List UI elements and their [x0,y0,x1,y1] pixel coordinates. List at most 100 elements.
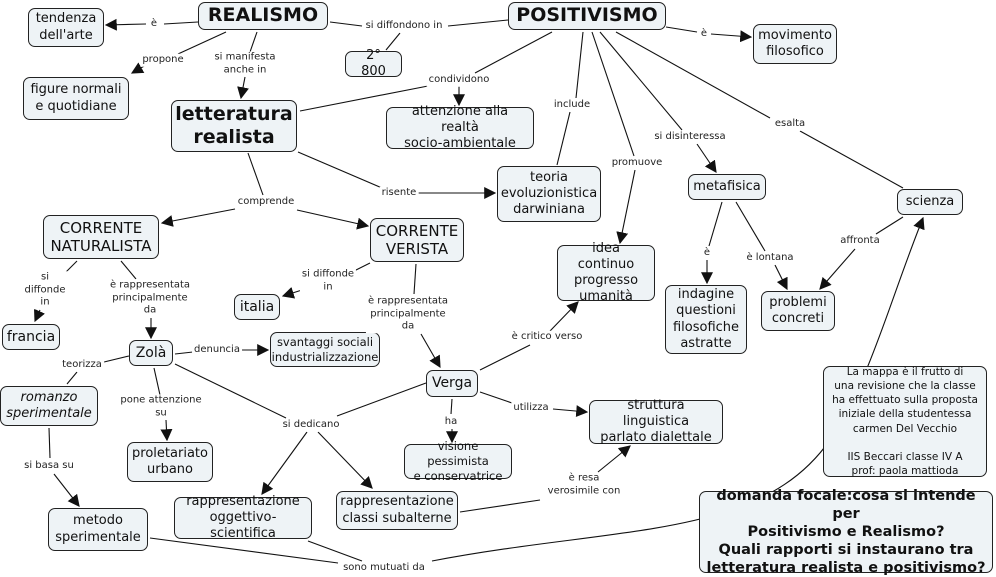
link-label-esalta: esalta [772,117,808,131]
link-label-teorizza: teorizza [60,358,104,372]
line-positivismo-condividono [474,31,553,74]
concept-corrente-verista[interactable]: CORRENTE VERISTA [370,218,464,262]
line-positivismo-e [665,26,698,33]
line-romanzo-si-basa [48,427,51,459]
line-verga-dedicano [336,382,427,417]
concept-teoria-evoluzionistica[interactable]: teoria evoluzionistica darwiniana [497,166,601,222]
link-label-sono-mutuati: sono mutuati da [341,561,427,575]
concept-francia[interactable]: francia [2,324,60,350]
line-condividono-letteratura [299,85,429,112]
concept-rappresentazione-classi-subalterne[interactable]: rappresentazione classi subalterne [336,491,458,530]
arrow-resa-struttura [597,445,631,473]
link-label-e-lontana: è lontana [744,251,796,265]
link-label-ha: ha [442,415,460,429]
arrow-promuove-idea [616,169,636,245]
line-metafisica-e [708,201,723,247]
line-naturalista-si-diffonde [64,260,78,274]
concept-romanzo-sperimentale[interactable]: romanzo sperimentale [0,386,98,426]
concept-realismo[interactable]: REALISMO [198,2,328,30]
concept-attenzione-realta[interactable]: attenzione alla realtà socio-ambientale [386,104,534,151]
link-label-propone: propone [140,53,186,67]
concept-rappresentazione-oggettivo-scientifica[interactable]: rappresentazione oggettivo-scientifica [174,494,312,541]
line-rappr-ogg-mutuati [307,540,363,562]
link-label-e-movimento: è [698,27,710,41]
line-realismo-diffondono [329,21,363,27]
link-label-affronta: affronta [838,234,882,248]
line-metodo-mutuati [149,537,339,564]
concept-movimento-filosofico[interactable]: movimento filosofico [753,24,837,64]
concept-indagine-questioni[interactable]: indagine questioni filosofiche astratte [665,285,747,354]
arrow-pone-proletariato [160,419,173,442]
line-realismo-e [163,21,199,25]
link-label-comprende: comprende [235,195,297,209]
link-label-risente: risente [379,186,419,200]
curve-mutuati-scienza [431,216,925,562]
arrow-si-basa-metodo [53,473,80,507]
line-rappr-cls-resa [459,499,541,513]
concept-corrente-naturalista[interactable]: CORRENTE NATURALISTA [43,215,159,259]
link-label-si-basa: si basa su [22,459,76,473]
line-esalta-scienza [799,130,904,189]
arrow-lontana-problemi [774,264,788,291]
line-teorizza-romanzo [66,371,78,385]
line-verista-rappresentata [413,263,417,295]
concept-scienza[interactable]: scienza [897,189,963,215]
arrow-comprende-verista [296,209,370,230]
line-diffondono-800 [385,32,401,51]
concept-problemi-concreti[interactable]: problemi concreti [761,291,835,331]
link-label-si-disinteressa: si disinteressa [652,130,728,144]
link-label-rappresentata-verista: è rappresentata principalmente da [365,295,451,333]
arrow-manifesta-letteratura [237,76,249,100]
link-label-rappresentata-naturalista: è rappresentata principalmente da [107,279,193,317]
line-positivismo-esalta [615,31,771,119]
link-label-si-diffondono: si diffondono in [363,19,445,33]
concept-metodo-sperimentale[interactable]: metodo sperimentale [48,508,148,551]
link-label-include: include [551,98,593,112]
link-label-si-manifesta: si manifesta anche in [212,51,278,77]
link-label-si-diffonde-italia: si diffonde in [299,268,357,294]
link-label-e-resa: è resa verosimile con [545,472,623,498]
line-verga-utilizza [479,391,513,404]
line-zola-denuncia [174,351,194,355]
arrow-e-movimento [710,30,753,43]
arrow-si-diffonde-italia [281,287,303,299]
concept-proletariato-urbano[interactable]: proletariato urbano [127,442,213,482]
link-label-e: è [148,17,160,31]
line-verga-ha [450,398,453,415]
line-metafisica-lontana [735,201,766,252]
line-zola-pone [153,367,161,396]
line-verista-si-diffonde [353,262,371,272]
line-verga-critico [479,344,531,371]
concept-figure-normali[interactable]: figure normali e quotidiane [23,77,129,120]
line-letteratura-comprende [247,152,264,196]
line-zola-teorizza [103,355,130,363]
line-letteratura-risente [297,151,383,189]
concept-letteratura-realista[interactable]: letteratura realista [171,100,297,152]
concept-struttura-linguistica[interactable]: struttura linguistica parlato dialettale [589,398,723,445]
concept-italia[interactable]: italia [234,294,280,320]
concept-zola[interactable]: Zolà [129,340,173,366]
concept-idea-progresso[interactable]: idea continuo progresso umanità [557,241,655,304]
concept-metafisica[interactable]: metafisica [688,174,766,200]
arrow-rappresentata-verga [420,333,441,369]
concept-2-800[interactable]: 2° 800 [345,48,402,79]
link-label-pone-attenzione: pone attenzione su [118,394,204,420]
line-positivismo-promuove [591,31,635,157]
line-include-teoria [556,111,571,166]
line-naturalista-rappresentata [120,260,137,280]
concept-positivismo[interactable]: POSITIVISMO [508,2,666,30]
arrow-utilizza-struttura [552,405,589,418]
line-realismo-manifesta [249,31,258,53]
concept-verga[interactable]: Verga [426,370,478,397]
arrow-si-diffonde-francia [34,308,45,323]
concept-tendenza-dell-arte[interactable]: tendenza dell'arte [28,8,104,47]
line-positivismo-include [575,31,584,99]
line-realismo-propone [177,31,227,55]
concept-visione-pessimista[interactable]: visione pessimista e conservatrice [404,439,512,483]
arrow-e-tendenza [104,18,147,31]
concept-svantaggi-sociali[interactable]: svantaggi sociali industrializzazione [270,332,380,367]
arrow-affronta-problemi [819,248,856,290]
link-label-promuove: promuove [609,156,665,170]
arrow-dedicano-rappr-ogg [261,431,308,495]
